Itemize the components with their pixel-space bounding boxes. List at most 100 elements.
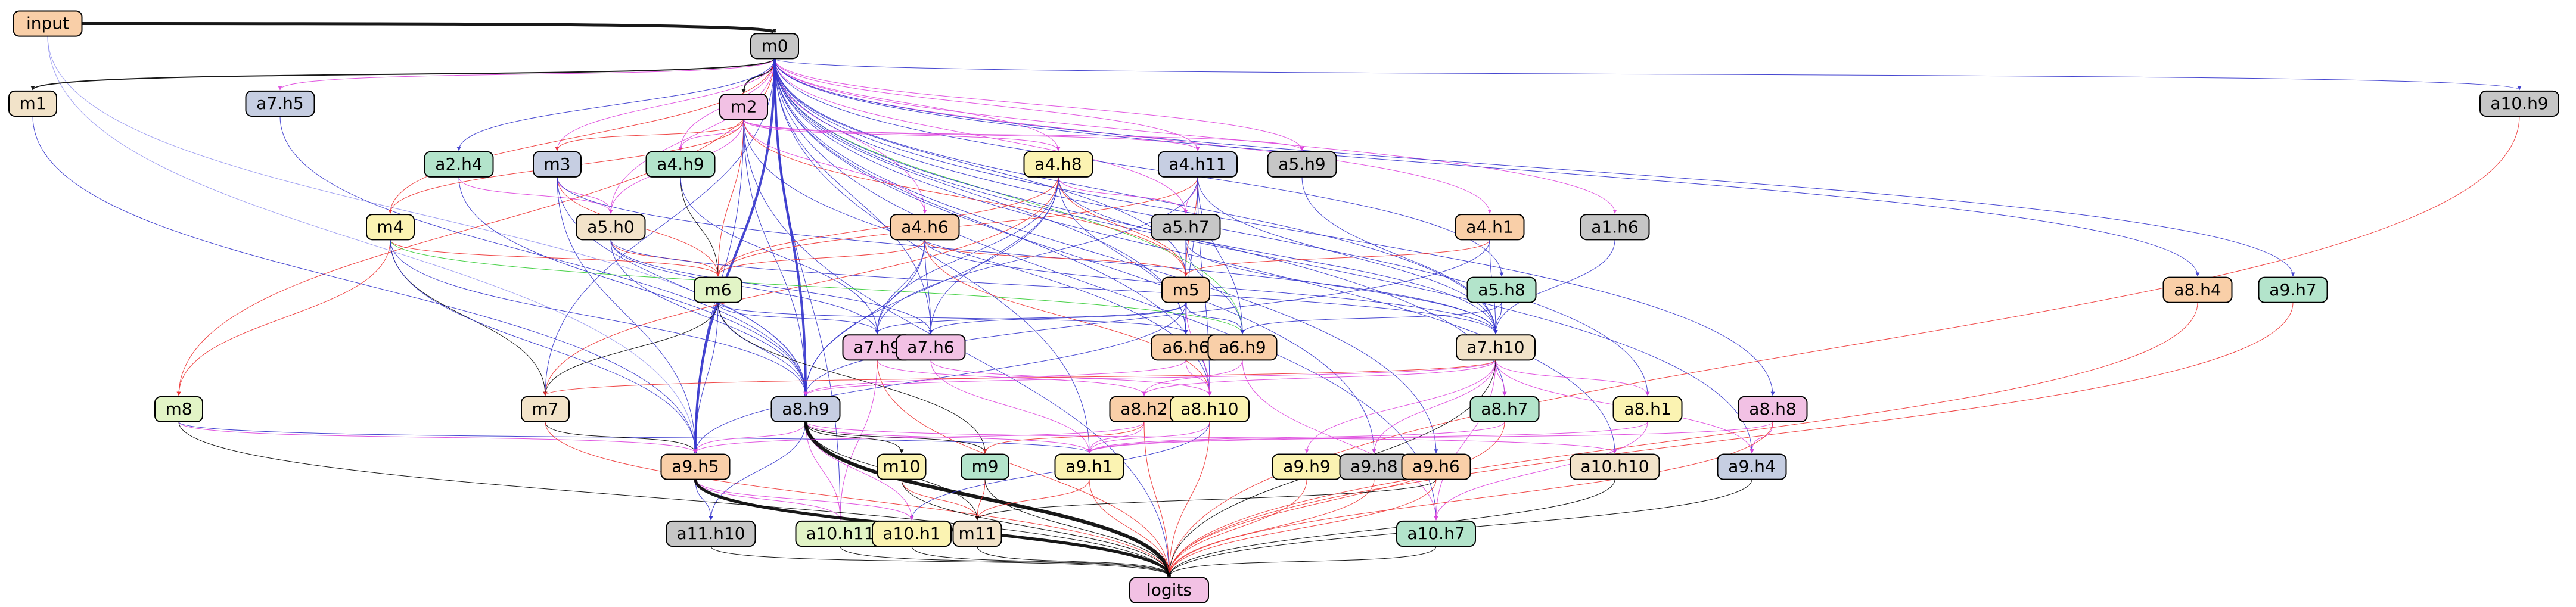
edge-a8.h9-to-a11.h10 xyxy=(709,422,806,521)
edge-a9.h8-to-logits xyxy=(1167,479,1375,577)
node-a4.h8: a4.h8 xyxy=(1023,151,1093,178)
edge-input-to-a9.h5 xyxy=(47,36,698,454)
node-m11: m11 xyxy=(952,520,1002,547)
edge-a7.h10-to-m7 xyxy=(543,359,1496,396)
node-a7.h10: a7.h10 xyxy=(1456,334,1536,361)
edge-a5.h7-to-a7.h10 xyxy=(1185,239,1498,334)
node-a6.h9: a6.h9 xyxy=(1207,334,1278,361)
edge-a6.h6-to-a8.h10 xyxy=(1185,360,1212,396)
edge-m3-to-a5.h0 xyxy=(557,176,613,214)
node-label-a10.h7: a10.h7 xyxy=(1407,524,1465,543)
node-label-a11.h10: a11.h10 xyxy=(676,524,745,543)
node-m4: m4 xyxy=(366,214,415,241)
node-logits: logits xyxy=(1129,577,1209,603)
edge-a10.h7-to-logits xyxy=(1167,546,1437,577)
node-label-m2: m2 xyxy=(730,97,757,116)
edge-a8.h1-to-a9.h1 xyxy=(1087,421,1648,454)
edge-a4.h8-to-a7.h10 xyxy=(1058,176,1498,334)
node-box-a1.h6 xyxy=(1580,214,1650,241)
node-a8.h7: a8.h7 xyxy=(1469,396,1540,423)
edge-a10.h9-to-logits xyxy=(1167,116,2520,577)
edge-m2-to-a4.h8 xyxy=(743,119,1061,151)
node-label-a1.h6: a1.h6 xyxy=(1591,217,1638,236)
node-a1.h6: a1.h6 xyxy=(1580,214,1650,241)
node-a4.h9: a4.h9 xyxy=(645,151,716,178)
node-box-a10.h9 xyxy=(2479,90,2559,117)
edge-m0-to-a7.h5 xyxy=(278,58,775,91)
node-label-a8.h2: a8.h2 xyxy=(1120,399,1167,419)
node-box-a10.h10 xyxy=(1570,453,1660,480)
edge-a8.h9-to-m10 xyxy=(805,422,904,454)
node-a8.h1: a8.h1 xyxy=(1612,396,1683,423)
edge-a5.h0-to-a8.h9 xyxy=(610,239,808,396)
node-label-a9.h1: a9.h1 xyxy=(1065,457,1113,477)
edge-a8.h2-to-a9.h1 xyxy=(1087,422,1145,454)
edge-m5-to-a9.h5 xyxy=(693,302,1186,454)
edge-a8.h9-to-logits xyxy=(804,421,1172,577)
edge-m0-to-a10.h10 xyxy=(774,58,1617,454)
node-box-a8.h10 xyxy=(1170,396,1250,423)
node-label-a9.h9: a9.h9 xyxy=(1283,457,1330,477)
edges-layer xyxy=(30,22,2522,577)
edge-m6-to-m7 xyxy=(543,302,719,396)
node-m3: m3 xyxy=(533,151,582,178)
node-label-a7.h9: a7.h9 xyxy=(853,337,900,357)
edge-a5.h8-to-a6.h9 xyxy=(1240,302,1502,334)
node-label-a9.h8: a9.h8 xyxy=(1350,457,1397,477)
edge-a8.h8-to-a9.h4 xyxy=(1750,422,1773,454)
node-box-m6 xyxy=(694,276,742,303)
node-label-m0: m0 xyxy=(761,36,788,55)
edge-m4-to-a6.h9 xyxy=(390,239,1245,334)
edge-m7-to-a9.h5 xyxy=(545,421,698,454)
edge-a4.h8-to-m6 xyxy=(716,176,1059,277)
edge-m0-to-a10.h11 xyxy=(774,58,843,521)
node-m5: m5 xyxy=(1161,276,1210,303)
node-label-a4.h11: a4.h11 xyxy=(1169,154,1226,174)
node-label-a8.h4: a8.h4 xyxy=(2174,280,2221,300)
node-box-a5.h0 xyxy=(576,214,646,241)
node-box-m10 xyxy=(877,453,927,480)
node-label-a10.h11: a10.h11 xyxy=(806,524,874,543)
edge-m2-to-a4.h11 xyxy=(743,119,1200,151)
node-a8.h2: a8.h2 xyxy=(1109,396,1179,423)
edge-m2-to-a5.h9 xyxy=(743,119,1304,151)
node-box-m11 xyxy=(952,520,1002,547)
node-a6.h6: a6.h6 xyxy=(1151,334,1221,361)
edge-a8.h9-to-m9 xyxy=(805,421,987,454)
node-box-a4.h11 xyxy=(1158,151,1238,178)
edge-a8.h9-to-a10.h10 xyxy=(805,421,1617,454)
edge-m0-to-a6.h6 xyxy=(774,58,1188,334)
edge-a7.h10-to-a9.h9 xyxy=(1304,360,1496,454)
edge-a4.h8-to-a5.h7 xyxy=(1058,176,1188,214)
node-m6: m6 xyxy=(694,276,742,303)
node-box-a4.h6 xyxy=(890,214,960,241)
node-label-m5: m5 xyxy=(1172,280,1199,300)
edge-m0-to-a9.h7 xyxy=(774,58,2295,277)
edge-a5.h8-to-a7.h10 xyxy=(1493,302,1502,334)
node-box-a10.h1 xyxy=(872,520,952,547)
edge-a11.h10-to-logits xyxy=(710,546,1172,577)
edge-m0-to-a9.h5 xyxy=(693,58,776,454)
edge-m9-to-logits xyxy=(984,479,1172,577)
edge-a1.h6-to-a7.h10 xyxy=(1493,239,1615,334)
node-box-logits xyxy=(1129,577,1209,603)
node-label-a10.h9: a10.h9 xyxy=(2490,94,2548,113)
node-a5.h8: a5.h8 xyxy=(1466,276,1537,303)
edge-m9-to-m11 xyxy=(975,479,986,521)
node-box-m2 xyxy=(719,94,768,120)
node-box-a8.h4 xyxy=(2162,276,2233,303)
node-box-a8.h8 xyxy=(1738,396,1808,423)
edge-a4.h11-to-a7.h9 xyxy=(875,176,1198,334)
node-box-a8.h7 xyxy=(1469,396,1540,423)
edge-m2-to-m6 xyxy=(716,119,744,277)
node-label-m11: m11 xyxy=(959,524,996,543)
node-a7.h6: a7.h6 xyxy=(896,334,966,361)
node-box-input xyxy=(13,10,83,37)
edge-a5.h0-to-a7.h9 xyxy=(610,239,880,334)
node-box-m8 xyxy=(154,396,203,423)
node-box-m4 xyxy=(366,214,415,241)
node-label-a5.h0: a5.h0 xyxy=(587,217,634,236)
node-a9.h5: a9.h5 xyxy=(660,453,731,480)
node-label-input: input xyxy=(26,14,69,33)
node-a8.h4: a8.h4 xyxy=(2162,276,2233,303)
